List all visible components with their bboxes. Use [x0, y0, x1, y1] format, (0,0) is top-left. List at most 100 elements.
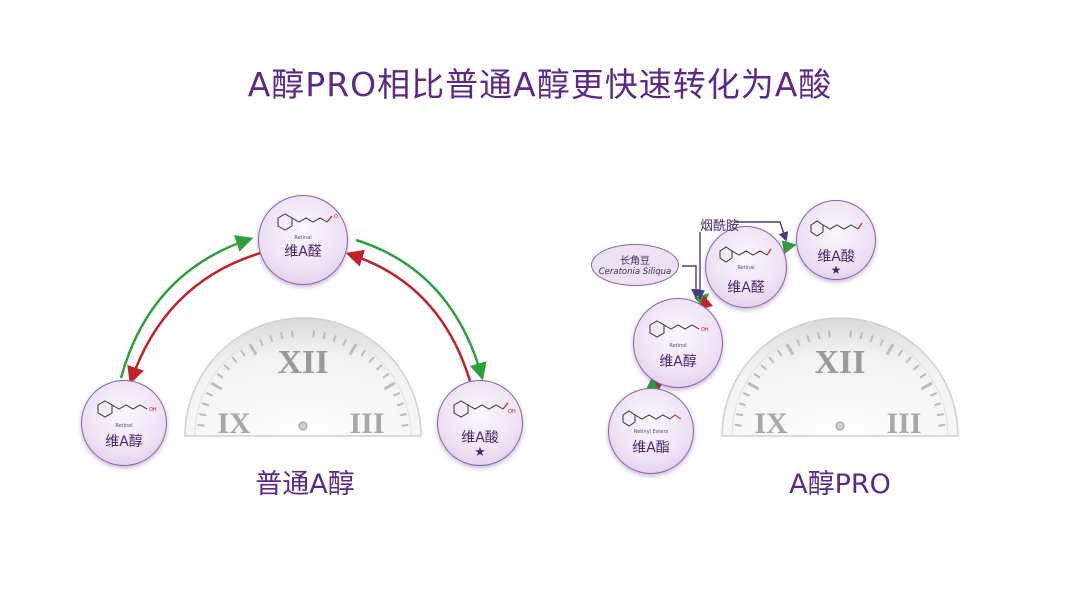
- clock-numeral-twelve: XII: [277, 344, 328, 381]
- clock-tick: [734, 423, 742, 427]
- clock-tick: [216, 372, 224, 379]
- retinoic-label: 维A酸: [817, 249, 855, 265]
- retinol-label: 维A醇: [105, 434, 143, 450]
- clock-tick: [785, 343, 795, 356]
- clock-tick: [938, 423, 946, 427]
- retinal-structure-icon: O: [277, 213, 338, 231]
- clock-tick: [210, 381, 223, 391]
- clock-tick: [936, 413, 944, 417]
- clock-numeral-nine: IX: [754, 407, 788, 440]
- node-retinol-right: OH Retinol 维A醇: [633, 298, 723, 388]
- clock-tick: [201, 402, 210, 407]
- clock-tick: [747, 381, 760, 391]
- clock-tick: [849, 330, 853, 338]
- clock-tick: [905, 356, 912, 364]
- arrow-retinoic-to-retinal: [345, 249, 472, 382]
- clock-tick: [742, 391, 751, 397]
- clock-dial-left: XII IX III: [184, 317, 422, 440]
- clock-tick: [795, 338, 801, 347]
- arrow-retinol-to-retinal: [119, 235, 254, 379]
- clock-tick: [332, 334, 337, 343]
- clock-tick: [912, 364, 920, 371]
- clock-tick: [312, 330, 316, 338]
- niacinamide-label: 烟酰胺: [700, 219, 740, 234]
- clock-tick: [290, 330, 294, 338]
- page-title: A醇PRO相比普通A醇更快速转化为A酸: [247, 65, 833, 104]
- star-icon: ★: [830, 263, 842, 277]
- clock-tick: [248, 343, 258, 356]
- clock-tick: [342, 338, 348, 347]
- clock-tick: [368, 356, 375, 364]
- clock-dial-right: XII IX III: [721, 317, 959, 440]
- node-retinal-left: O Retinal 维A醛: [258, 195, 348, 285]
- clock-tick: [383, 381, 396, 391]
- clock-tick: [768, 356, 775, 364]
- clock-tick: [879, 338, 885, 347]
- clock-tick: [360, 349, 367, 357]
- clock-tick: [401, 423, 409, 427]
- clock-tick: [399, 413, 407, 417]
- star-icon: ★: [474, 445, 486, 460]
- clock-numeral-twelve: XII: [814, 344, 865, 381]
- clock-tick: [239, 349, 246, 357]
- clock-numeral-three: III: [886, 407, 921, 440]
- svg-text:OH: OH: [701, 327, 709, 333]
- clock-tick: [920, 381, 933, 391]
- svg-text:OH: OH: [149, 407, 157, 413]
- conversion-arcs-left: [119, 235, 487, 385]
- node-ester-right: Retinyl Esters 维A酯: [608, 388, 694, 474]
- clock-tick: [197, 423, 205, 427]
- ester-structure-icon: [622, 410, 682, 427]
- clock-tick: [199, 413, 207, 417]
- clock-tick: [348, 343, 358, 356]
- retinal-label: 维A醛: [727, 280, 765, 296]
- clock-tick: [396, 402, 405, 407]
- clock-tick: [806, 334, 811, 343]
- carob-callout: 长角豆 Ceratonia Siliqua: [591, 244, 679, 286]
- clock-tick: [897, 349, 904, 357]
- clock-tick: [280, 332, 284, 340]
- clock-tick: [859, 332, 863, 340]
- clock-tick: [933, 402, 942, 407]
- clock-tick: [738, 402, 747, 407]
- clock-tick: [269, 334, 274, 343]
- clock-tick: [869, 334, 874, 343]
- clock-tick: [375, 364, 383, 371]
- clock-tick: [776, 349, 783, 357]
- clock-tick: [929, 391, 938, 397]
- retinol-structure-icon: OH: [649, 320, 709, 338]
- clock-tick: [919, 372, 927, 379]
- clock-numeral-nine: IX: [217, 407, 251, 440]
- panel-label-pro: A醇PRO: [789, 469, 891, 500]
- retinoic-structure-icon: [810, 220, 863, 237]
- clock-tick: [223, 364, 231, 371]
- ester-label: 维A酯: [632, 440, 670, 456]
- retinol-sublabel: Retinol: [115, 423, 133, 429]
- svg-text:O: O: [334, 214, 338, 220]
- clock-tick: [817, 332, 821, 340]
- arrow-retinal-to-retinoic: [781, 240, 797, 255]
- node-retinoic-right: 维A酸 ★: [796, 200, 876, 280]
- clock-tick: [231, 356, 238, 364]
- retinal-label: 维A醛: [284, 244, 322, 260]
- retinal-sublabel: Retinal: [737, 265, 755, 271]
- node-retinoic-left: OH 维A酸 ★: [437, 380, 523, 466]
- clock-numeral-three: III: [349, 407, 384, 440]
- svg-text:OH: OH: [508, 409, 516, 415]
- retinal-structure-icon: [719, 246, 772, 263]
- clock-tick: [392, 391, 401, 397]
- clock-tick: [382, 372, 390, 379]
- retinol-sublabel: Retinol: [669, 343, 687, 349]
- clock-tick: [736, 413, 744, 417]
- arrow-retinal-to-retinol: [127, 250, 265, 385]
- retinol-label: 维A醇: [659, 354, 697, 370]
- retinoic-structure-icon: OH: [453, 400, 516, 418]
- retinoic-label: 维A酸: [461, 430, 499, 446]
- panel-label-regular: 普通A醇: [255, 469, 355, 500]
- niacin-pointer-retinoic: [735, 221, 789, 242]
- retinal-sublabel: Retinal: [294, 235, 312, 241]
- clock-tick: [205, 391, 214, 397]
- arrow-retinal-to-retinoic: [355, 238, 487, 381]
- node-retinol-left: OH Retinol 维A醇: [81, 380, 167, 466]
